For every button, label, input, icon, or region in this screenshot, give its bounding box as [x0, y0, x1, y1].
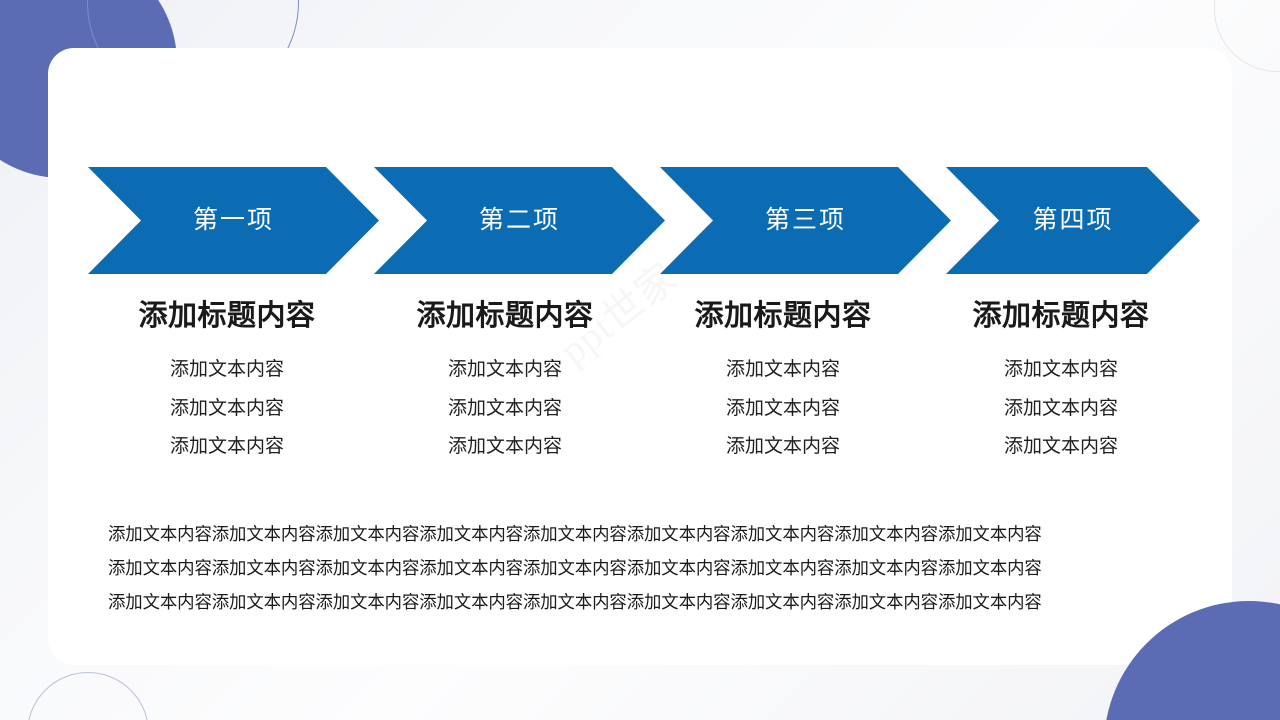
content-card	[48, 48, 1232, 665]
process-columns: 添加标题内容 添加文本内容 添加文本内容 添加文本内容 添加标题内容 添加文本内…	[88, 296, 1200, 471]
column-line: 添加文本内容	[447, 359, 562, 380]
column-line: 添加文本内容	[725, 359, 840, 380]
footer-line: 添加文本内容添加文本内容添加文本内容添加文本内容添加文本内容添加文本内容添加文本…	[108, 524, 1042, 544]
process-column-4: 添加标题内容 添加文本内容 添加文本内容 添加文本内容	[922, 296, 1200, 471]
arrow-label-1[interactable]: 第一项	[192, 207, 274, 234]
arrow-label-2[interactable]: 第二项	[478, 207, 560, 234]
column-title-1: 添加标题内容	[138, 300, 316, 332]
column-line: 添加文本内容	[1003, 397, 1118, 419]
column-line: 添加文本内容	[1003, 359, 1118, 380]
column-lines-1: 添加文本内容 添加文本内容 添加文本内容	[88, 351, 366, 467]
column-title-2: 添加标题内容	[416, 300, 594, 332]
chevron-arrow-3	[660, 167, 951, 274]
column-lines-3: 添加文本内容 添加文本内容 添加文本内容	[644, 351, 922, 467]
process-column-2: 添加标题内容 添加文本内容 添加文本内容 添加文本内容	[366, 296, 644, 471]
column-line: 添加文本内容	[169, 359, 284, 380]
arrow-label-4[interactable]: 第四项	[1032, 207, 1114, 234]
column-lines-4: 添加文本内容 添加文本内容 添加文本内容	[922, 351, 1200, 467]
footer-line: 添加文本内容添加文本内容添加文本内容添加文本内容添加文本内容添加文本内容添加文本…	[108, 592, 1042, 612]
decorative-circle-outline-bottom-left	[27, 672, 149, 720]
column-line: 添加文本内容	[725, 436, 840, 457]
arrow-label-3[interactable]: 第三项	[764, 207, 846, 234]
column-line: 添加文本内容	[169, 397, 284, 419]
column-line: 添加文本内容	[169, 436, 284, 457]
process-arrow-band: 第一项 第二项 第三项 第四项	[88, 167, 1200, 274]
column-line: 添加文本内容	[1003, 436, 1118, 457]
column-lines-2: 添加文本内容 添加文本内容 添加文本内容	[366, 351, 644, 467]
process-column-3: 添加标题内容 添加文本内容 添加文本内容 添加文本内容	[644, 296, 922, 471]
chevron-arrow-4	[946, 167, 1200, 274]
column-title-3: 添加标题内容	[694, 300, 872, 332]
footer-line: 添加文本内容添加文本内容添加文本内容添加文本内容添加文本内容添加文本内容添加文本…	[108, 558, 1042, 578]
footer-paragraph: 添加文本内容添加文本内容添加文本内容添加文本内容添加文本内容添加文本内容添加文本…	[108, 517, 1124, 619]
process-column-1: 添加标题内容 添加文本内容 添加文本内容 添加文本内容	[88, 296, 366, 471]
column-title-4: 添加标题内容	[972, 300, 1150, 332]
column-line: 添加文本内容	[447, 436, 562, 457]
column-line: 添加文本内容	[725, 397, 840, 419]
chevron-arrow-1	[88, 167, 379, 274]
chevron-arrow-2	[374, 167, 665, 274]
column-line: 添加文本内容	[447, 397, 562, 419]
